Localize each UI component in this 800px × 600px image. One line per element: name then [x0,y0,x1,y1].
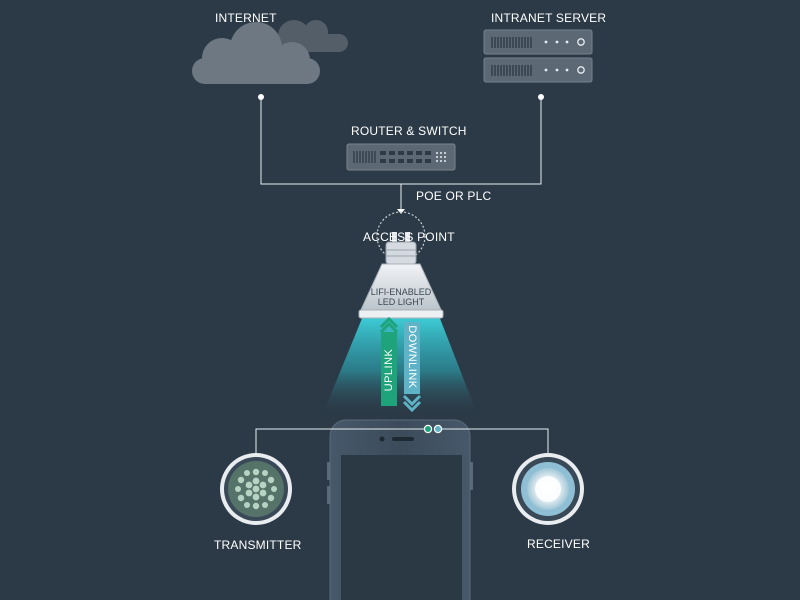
router-switch-icon [346,143,456,171]
internet-port-dot [258,94,264,100]
sensor-connection-lines [255,428,549,456]
router-switch-label: ROUTER & SWITCH [351,124,467,138]
smartphone [327,419,473,600]
led-bulb-icon [358,232,444,319]
receiver-photodiode-icon [512,453,584,525]
uplink-band [379,316,399,406]
phone-transmitter-sensor [423,424,433,434]
transmitter-label: TRANSMITTER [214,538,302,552]
lifi-bulb-label: LIFI-ENABLED LED LIGHT [361,287,441,307]
lifi-label-line2: LED LIGHT [377,297,425,307]
access-point-label: ACCESS POINT [363,230,455,244]
server-port-dot [538,94,544,100]
network-connection-lines [260,97,542,210]
server-icon [483,29,593,83]
receiver-label: RECEIVER [527,537,590,551]
lifi-label-line1: LIFI-ENABLED [370,287,432,297]
downlink-label: DOWNLINK [406,325,418,389]
uplink-label: UPLINK [383,348,395,392]
phone-receiver-sensor [433,424,443,434]
internet-label: INTERNET [215,11,277,25]
downlink-band [402,322,422,413]
cloud-icon [192,20,348,84]
intranet-server-label: INTRANET SERVER [491,11,607,25]
poe-plc-label: POE OR PLC [416,189,492,203]
transmitter-led-icon [220,453,292,525]
light-beam [322,316,478,416]
